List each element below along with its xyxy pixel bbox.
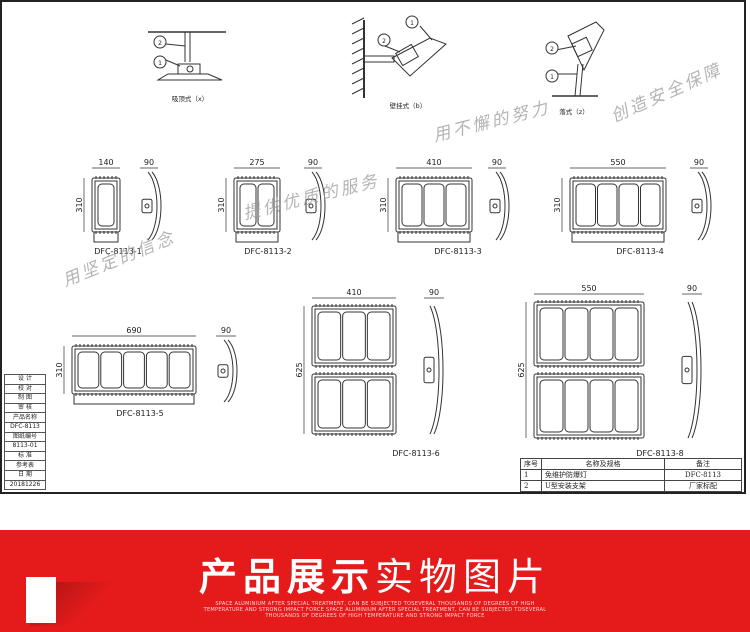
parts-table-row: 2 U型安装支架 厂家标配 [520, 480, 742, 492]
title-block-cell: 图纸编号 [4, 431, 46, 443]
parts-cell: DFC-8113 [664, 469, 742, 481]
parts-header-no: 序号 [520, 458, 542, 470]
title-block-cell: 校 对 [4, 383, 46, 395]
floor-mount-figure [552, 21, 605, 97]
title-block-cell: 参考表 [4, 460, 46, 471]
fixture-side-view-0 [141, 171, 162, 241]
title-block-cell: 20181226 [4, 479, 46, 491]
parts-header-name: 名称及规格 [541, 458, 665, 470]
section-banner: 产品展示实物图片 SPACE ALUMINIUM AFTER SPECIAL T… [0, 530, 750, 632]
title-block-row: 20181226 [4, 479, 46, 491]
fixture-side-view-2 [489, 171, 510, 241]
fixture-front-view-5 [311, 304, 397, 368]
fixture-side-view-1 [305, 171, 326, 241]
fixture-front-view-4 [71, 344, 197, 396]
drawing-frame [0, 0, 746, 494]
parts-cell: 厂家标配 [664, 480, 742, 492]
fixture-front-view-5 [311, 372, 397, 436]
parts-table-header: 序号 名称及规格 备注 [520, 458, 742, 470]
corner-white-block [26, 577, 56, 623]
parts-table-row: 1 免维护防爆灯 DFC-8113 [520, 469, 742, 481]
fixture-front-view-1 [233, 176, 281, 234]
banner-title-bold: 产品展示 [198, 554, 375, 599]
fixture-front-view-6 [533, 372, 645, 440]
callout-circles [153, 15, 559, 83]
fixture-side-view-3 [691, 171, 712, 241]
title-block-cell: 8113-01 [4, 441, 46, 452]
title-block-row: 制 图 [4, 393, 46, 404]
fixture-front-view-0 [91, 176, 121, 234]
title-block-row: 参考表 [4, 460, 46, 471]
parts-header-note: 备注 [664, 458, 742, 470]
title-block-row: 设 计 [4, 374, 46, 385]
title-block-row: 审 核 [4, 402, 46, 414]
title-block-row: 日 期 [4, 469, 46, 481]
title-block-cell: 审 核 [4, 402, 46, 414]
parts-cell: 免维护防爆灯 [541, 469, 665, 481]
title-block-cell: DFC-8113 [4, 421, 46, 433]
fixture-side-view-5 [423, 305, 444, 435]
banner-title: 产品展示实物图片 [0, 546, 750, 601]
wall-mount-figure [351, 17, 447, 98]
title-block-cell: 制 图 [4, 393, 46, 404]
title-block-row: 产品名称 [4, 412, 46, 423]
title-block-cell: 产品名称 [4, 412, 46, 423]
fixture-side-view-6 [681, 301, 702, 439]
parts-table: 序号 名称及规格 备注 1 免维护防爆灯 DFC-8113 2 U型安装支架 厂… [520, 458, 742, 492]
fixture-front-view-6 [533, 300, 645, 368]
title-block-cell: 日 期 [4, 469, 46, 481]
banner-subtitle: SPACE ALUMINIUM AFTER SPECIAL TREATMENT,… [203, 601, 547, 619]
title-block-row: 图纸编号 [4, 431, 46, 443]
title-block-row: 标 准 [4, 450, 46, 462]
drawing-canvas [63, 15, 712, 440]
banner-title-light: 实物图片 [375, 555, 552, 599]
parts-cell: 2 [520, 480, 542, 492]
title-block-row: 8113-01 [4, 441, 46, 452]
fixture-side-view-4 [217, 339, 238, 403]
parts-cell: U型安装支架 [541, 480, 665, 492]
title-block-cell: 设 计 [4, 374, 46, 385]
title-block-row: 校 对 [4, 383, 46, 395]
title-block-cell: 标 准 [4, 450, 46, 462]
title-block-row: DFC-8113 [4, 421, 46, 433]
ceiling-mount-figure [148, 31, 226, 81]
fixture-front-view-2 [395, 176, 473, 234]
fixture-front-view-3 [569, 176, 667, 234]
parts-cell: 1 [520, 469, 542, 481]
